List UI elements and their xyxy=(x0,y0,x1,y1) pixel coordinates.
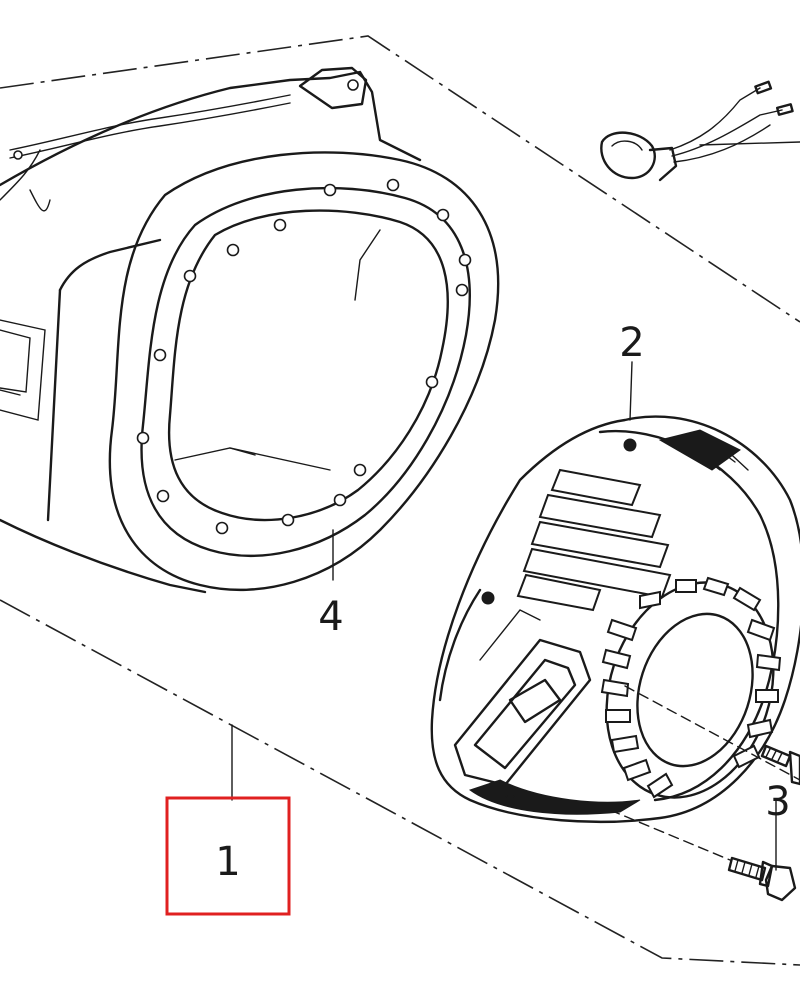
callout-part-2: 2 xyxy=(619,320,644,366)
callout-part-3: 3 xyxy=(765,779,790,825)
highlight-box xyxy=(165,796,291,916)
callout-part-4: 4 xyxy=(318,594,343,640)
oil-alert-switch-icon xyxy=(600,80,800,182)
recoil-starter-icon xyxy=(430,415,800,823)
starter-vent-slots xyxy=(600,576,782,799)
flange-bolt-icon xyxy=(727,744,800,902)
assembly-boundary-dashed xyxy=(0,35,800,966)
leader-lines xyxy=(231,361,800,871)
callout-part-1: 1 xyxy=(215,839,240,885)
fan-cover-shroud-icon xyxy=(0,66,500,594)
